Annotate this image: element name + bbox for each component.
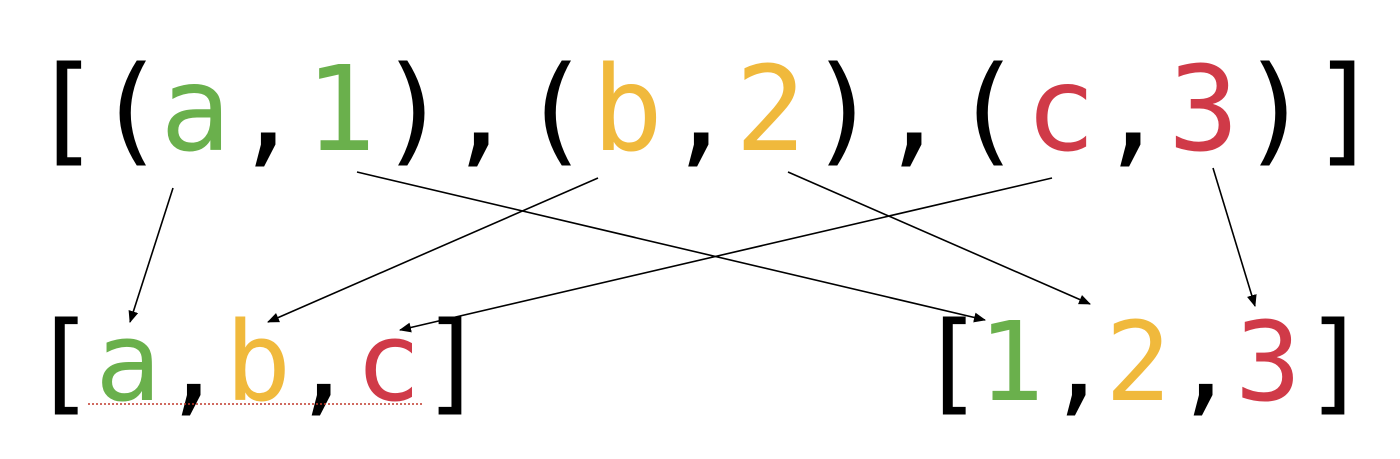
values-comma-1: , — [1045, 298, 1111, 426]
pair-3-comma: , — [1097, 40, 1168, 178]
pair-3-value: 3 — [1168, 40, 1239, 178]
arrow-2-to-values — [787, 171, 1091, 305]
arrow-c-to-keys — [399, 177, 1053, 333]
pair-3-open-paren: ( — [952, 40, 1023, 178]
keys-open-bracket: [ — [30, 298, 96, 426]
source-list: [ ( a , 1 ) , ( b , 2 ) , ( c , 3 ) ] — [30, 40, 1381, 178]
values-item-3: 3 — [1235, 298, 1301, 426]
arrow-b-to-keys — [267, 177, 599, 323]
source-close-bracket: ] — [1310, 40, 1381, 178]
values-item-1: 1 — [978, 298, 1044, 426]
keys-comma-2: , — [290, 298, 356, 426]
pair-2-open-paren: ( — [520, 40, 591, 178]
keys-item-c: c — [355, 298, 421, 426]
arrow-1-to-values — [356, 171, 986, 323]
pair-separator-2: , — [878, 40, 949, 178]
pair-3-close-paren: ) — [1240, 40, 1311, 178]
keys-item-b: b — [225, 298, 291, 426]
values-list: [ 1 , 2 , 3 ] — [918, 298, 1369, 426]
pair-separator-1: , — [445, 40, 516, 178]
values-comma-2: , — [1172, 298, 1238, 426]
arrow-a-to-keys — [128, 187, 174, 323]
mapping-arrows — [128, 167, 1257, 333]
keys-close-bracket: ] — [420, 298, 486, 426]
pair-1-open-paren: ( — [95, 40, 166, 178]
pair-3-key: c — [1025, 40, 1096, 178]
pair-2-comma: , — [665, 40, 736, 178]
pair-2-close-paren: ) — [808, 40, 879, 178]
arrow-3-to-values — [1212, 167, 1257, 307]
pair-1-close-paren: ) — [378, 40, 449, 178]
keys-item-a: a — [95, 298, 161, 426]
keys-comma-1: , — [160, 298, 226, 426]
pair-2-value: 2 — [735, 40, 806, 178]
pair-1-key: a — [160, 40, 231, 178]
pair-1-value: 1 — [305, 40, 376, 178]
keys-list: [ a , b , c ] — [30, 298, 486, 426]
values-item-2: 2 — [1105, 298, 1171, 426]
source-open-bracket: [ — [30, 40, 101, 178]
pair-2-key: b — [592, 40, 663, 178]
pair-1-comma: , — [232, 40, 303, 178]
values-close-bracket: ] — [1303, 298, 1369, 426]
